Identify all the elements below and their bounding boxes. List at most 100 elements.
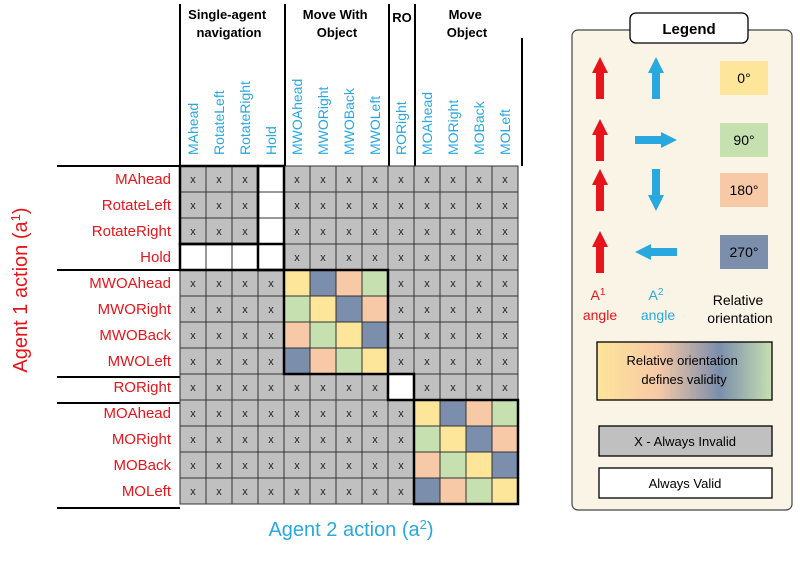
- cell-mwoleft-mwoleft: [361, 347, 389, 375]
- cell-invalid-mark: x: [190, 304, 196, 316]
- cell-invalid-mark: x: [424, 200, 430, 212]
- cell-hold-rotateleft: [205, 243, 233, 271]
- cell-invalid-mark: x: [398, 200, 404, 212]
- row-label-moright: MORight: [112, 431, 172, 448]
- cell-invalid-mark: x: [502, 278, 508, 290]
- cell-rotateleft-rotateleft: [205, 191, 233, 219]
- cell-mworight-mworight: [309, 295, 337, 323]
- cell-invalid-mark: x: [268, 408, 274, 420]
- cell-invalid-mark: x: [372, 408, 378, 420]
- cell-mwoahead-moahead: [413, 269, 441, 297]
- cell-invalid-mark: x: [502, 356, 508, 368]
- cell-moleft-moright: [439, 477, 467, 505]
- cell-moleft-mahead: [179, 477, 207, 505]
- cell-invalid-mark: x: [320, 434, 326, 446]
- cell-invalid-mark: x: [346, 252, 352, 264]
- cell-mworight-mwoleft: [361, 295, 389, 323]
- cell-moright-mworight: [309, 425, 337, 453]
- cell-invalid-mark: x: [372, 200, 378, 212]
- cell-invalid-mark: x: [346, 200, 352, 212]
- cell-invalid-mark: x: [450, 226, 456, 238]
- cell-moleft-mwoleft: [361, 477, 389, 505]
- cell-moback-mworight: [309, 451, 337, 479]
- cell-invalid-mark: x: [502, 226, 508, 238]
- cell-invalid-mark: x: [268, 278, 274, 290]
- cell-invalid-mark: x: [424, 356, 430, 368]
- legend-a2-angle: angle: [641, 307, 675, 323]
- cell-invalid-mark: x: [320, 408, 326, 420]
- cell-invalid-mark: x: [242, 330, 248, 342]
- col-label-rotateleft: RotateLeft: [211, 90, 227, 155]
- cell-invalid-mark: x: [398, 408, 404, 420]
- cell-rotateleft-moleft: [491, 191, 519, 219]
- cell-invalid-mark: x: [216, 408, 222, 420]
- cell-mahead-mwoback: [335, 165, 363, 193]
- legend-relative-orientation: Relative orientation: [707, 292, 772, 326]
- cell-rotateleft-moahead: [413, 191, 441, 219]
- legend-a1-label: A1: [591, 287, 606, 304]
- cell-mwoahead-mwoahead: [283, 269, 311, 297]
- group-borders: [178, 164, 520, 506]
- cell-rotateright-mwoahead: [283, 217, 311, 245]
- cell-moright-mwoahead: [283, 425, 311, 453]
- cell-mworight-rotateleft: [205, 295, 233, 323]
- mwo-block-border: [282, 268, 390, 376]
- legend-title: Legend: [662, 21, 715, 38]
- row-label-mwoleft: MWOLeft: [108, 353, 172, 370]
- cell-invalid-mark: x: [216, 226, 222, 238]
- cell-invalid-mark: x: [294, 408, 300, 420]
- cell-invalid-mark: x: [502, 252, 508, 264]
- cell-invalid-mark: x: [450, 356, 456, 368]
- group-header-move-object: Move Object: [447, 7, 488, 40]
- cell-moleft-moahead: [413, 477, 441, 505]
- cell-mahead-moright: [439, 165, 467, 193]
- col-label-mwoahead: MWOAhead: [289, 79, 305, 155]
- cell-mwoback-moleft: [491, 321, 519, 349]
- legend-valid-text: Always Valid: [649, 476, 722, 491]
- cell-invalid-mark: x: [190, 460, 196, 472]
- col-label-mahead: MAhead: [185, 103, 201, 155]
- y-axis-label: Agent 1 action (a1): [8, 207, 33, 372]
- cell-invalid-mark: x: [372, 460, 378, 472]
- legend-gradient-box: [596, 341, 773, 401]
- legend-rows: 0°90°180°270°: [592, 57, 768, 273]
- cell-invalid-mark: x: [216, 330, 222, 342]
- cell-mwoleft-mwoback: [335, 347, 363, 375]
- cell-invalid-mark: x: [476, 382, 482, 394]
- col-label-moback: MOBack: [471, 100, 487, 155]
- cell-invalid-mark: x: [320, 226, 326, 238]
- a1-arrow-up-icon: [592, 169, 608, 211]
- cell-roright-roright: [387, 373, 415, 401]
- row-label-moahead: MOAhead: [103, 405, 171, 422]
- cell-invalid-mark: x: [346, 382, 352, 394]
- row-labels: MAheadRotateLeftRotateRightHoldMWOAheadM…: [89, 171, 172, 500]
- cell-moright-rotateright: [231, 425, 259, 453]
- cell-rotateleft-rotateright: [231, 191, 259, 219]
- cell-invalid-mark: x: [216, 434, 222, 446]
- cell-invalid-mark: x: [372, 174, 378, 186]
- cell-moback-rotateleft: [205, 451, 233, 479]
- cell-mwoback-rotateright: [231, 321, 259, 349]
- cell-invalid-mark: x: [450, 174, 456, 186]
- cell-invalid-mark: x: [346, 486, 352, 498]
- cell-mwoahead-moback: [465, 269, 493, 297]
- row-label-rotateleft: RotateLeft: [102, 197, 172, 214]
- cell-invalid-mark: x: [216, 460, 222, 472]
- cell-mwoleft-mwoahead: [283, 347, 311, 375]
- legend-invalid-box: [598, 425, 773, 457]
- ro-cell-border: [386, 372, 416, 402]
- cell-invalid-mark: x: [476, 200, 482, 212]
- cell-hold-rotateright: [231, 243, 259, 271]
- cell-mahead-hold: [257, 165, 285, 193]
- cell-moright-roright: [387, 425, 415, 453]
- cell-mwoback-mwoahead: [283, 321, 311, 349]
- legend-invalid-text: X - Always Invalid: [634, 434, 736, 449]
- legend-valid-box: [598, 467, 773, 499]
- cell-invalid-mark: x: [268, 304, 274, 316]
- cell-mwoback-mahead: [179, 321, 207, 349]
- cell-invalid-mark: x: [216, 278, 222, 290]
- col-label-mwoleft: MWOLeft: [367, 96, 383, 155]
- a1-arrow-up-icon: [592, 57, 608, 99]
